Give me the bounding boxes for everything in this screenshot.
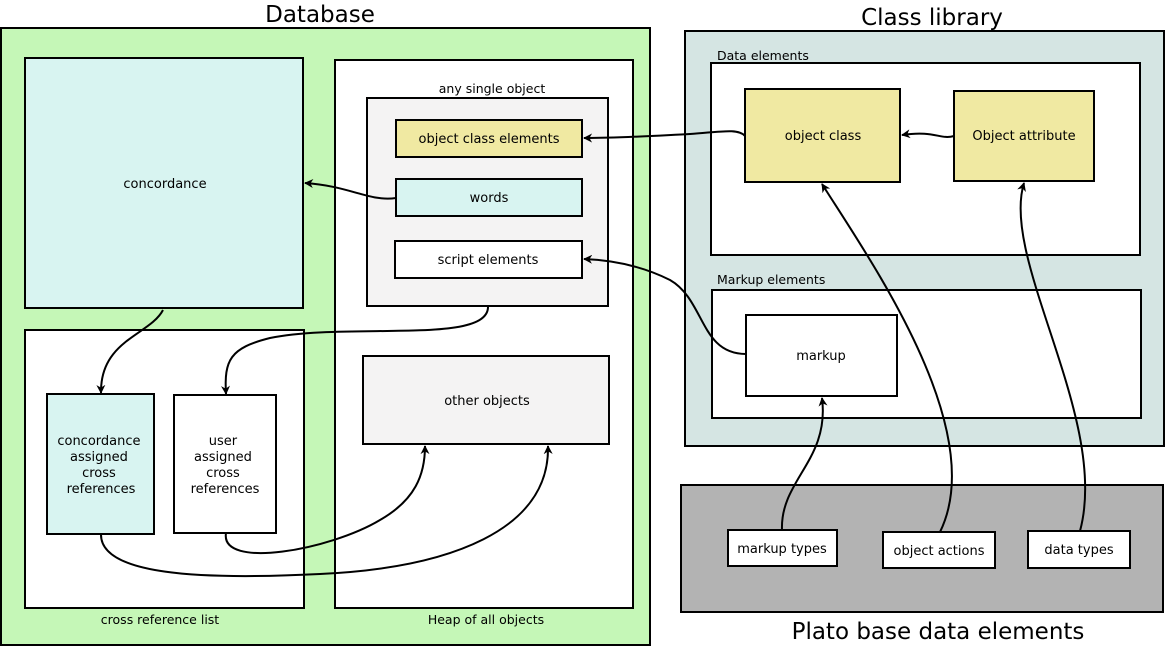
object-attribute-label: Object attribute bbox=[972, 129, 1075, 144]
concordance-label: concordance bbox=[123, 177, 206, 192]
script-elements-label: script elements bbox=[438, 253, 539, 268]
concordance-assigned-cross-references-box bbox=[46, 393, 155, 535]
markup-types-box bbox=[727, 529, 838, 567]
markup-label: markup bbox=[796, 349, 846, 364]
object-attribute-box bbox=[953, 90, 1095, 182]
edge-object-attribute-to-object-class bbox=[901, 129, 955, 139]
concordance-box bbox=[24, 57, 304, 309]
data-elements-caption: Data elements bbox=[717, 48, 809, 63]
edge-object-class-to-object-class-elements bbox=[583, 130, 746, 143]
heap-of-all-objects-caption: Heap of all objects bbox=[428, 612, 544, 627]
object-class-elements-box bbox=[395, 119, 583, 158]
words-box bbox=[395, 178, 583, 217]
other-objects-box bbox=[362, 355, 610, 445]
edge-concordance-to-concordance-refs bbox=[96, 309, 164, 394]
database-title: Database bbox=[265, 2, 375, 28]
edge-concordance-refs-to-other-objects bbox=[99, 445, 553, 578]
edge-data-types-to-object-attribute bbox=[1017, 182, 1087, 532]
edge-any-single-object-to-user-refs bbox=[221, 305, 490, 395]
markup-elements-caption: Markup elements bbox=[717, 272, 825, 287]
class-library-title: Class library bbox=[861, 5, 1003, 31]
other-objects-label: other objects bbox=[444, 394, 530, 409]
object-class-box bbox=[744, 88, 901, 183]
edge-markup-types-to-markup bbox=[780, 397, 828, 531]
edge-markup-to-script-elements bbox=[583, 254, 747, 355]
edge-user-refs-to-other-objects bbox=[224, 445, 430, 555]
data-types-label: data types bbox=[1044, 543, 1113, 558]
object-actions-label: object actions bbox=[894, 544, 985, 559]
edge-object-actions-to-object-class bbox=[821, 183, 953, 533]
object-class-label: object class bbox=[785, 129, 862, 144]
user-assigned-cross-references-label: user assigned cross references bbox=[191, 434, 260, 497]
plato-base-title: Plato base data elements bbox=[792, 619, 1085, 645]
object-class-elements-label: object class elements bbox=[419, 132, 560, 147]
script-elements-box bbox=[394, 240, 583, 279]
markup-box bbox=[745, 314, 898, 397]
markup-types-label: markup types bbox=[737, 542, 827, 557]
any-single-object-caption: any single object bbox=[439, 81, 546, 96]
edge-words-to-concordance bbox=[304, 179, 397, 200]
data-types-box bbox=[1027, 530, 1131, 569]
words-label: words bbox=[470, 191, 509, 206]
cross-reference-list-caption: cross reference list bbox=[101, 612, 220, 627]
user-assigned-cross-references-box bbox=[173, 394, 277, 534]
concordance-assigned-cross-references-label: concordance assigned cross references bbox=[57, 434, 144, 497]
object-actions-box bbox=[882, 531, 996, 569]
